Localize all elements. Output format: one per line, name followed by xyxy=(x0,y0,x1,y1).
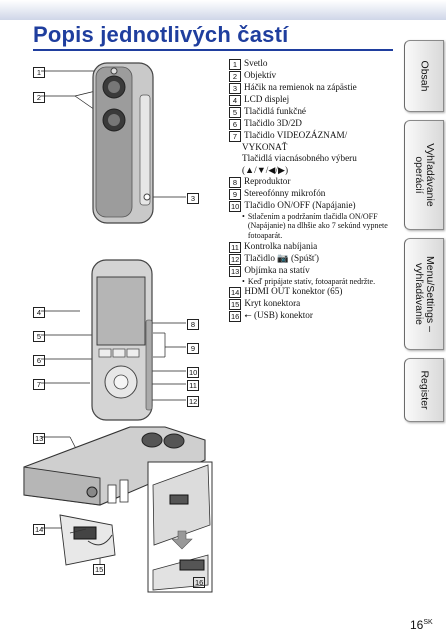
callout-11: 11 xyxy=(187,380,199,391)
page-title: Popis jednotlivých častí xyxy=(33,22,289,47)
tab-register-label: Register xyxy=(418,370,431,410)
tab-vyhladavanie-label: Vyhľadávanie operácií xyxy=(413,143,436,207)
callout-9: 9 xyxy=(187,343,199,354)
side-tabs: Obsah Vyhľadávanie operácií Menu/Setting… xyxy=(404,20,446,422)
callout-1: 1 xyxy=(33,67,45,78)
tab-menu-settings[interactable]: Menu/Settings – vyhľadávanie xyxy=(404,238,444,350)
callout-12: 12 xyxy=(187,396,200,407)
list-item-note: •Stlačením a podržaním tlačidla ON/OFF (… xyxy=(242,211,388,241)
callout-2: 2 xyxy=(33,92,45,103)
tab-obsah[interactable]: Obsah xyxy=(404,40,444,112)
callout-8: 8 xyxy=(187,319,199,330)
camera-angled-figure xyxy=(23,426,213,593)
callout-15: 15 xyxy=(93,564,106,575)
tab-menu-settings-label: Menu/Settings – vyhľadávanie xyxy=(413,256,436,332)
page-number: 16SK xyxy=(410,618,433,632)
tab-obsah-label: Obsah xyxy=(418,60,431,92)
title-underline xyxy=(33,49,393,51)
callout-6: 6 xyxy=(33,355,45,366)
callout-4: 4 xyxy=(33,307,45,318)
camera-back-figure xyxy=(91,259,153,421)
tab-vyhladavanie-operacii[interactable]: Vyhľadávanie operácií xyxy=(404,120,444,230)
callout-7: 7 xyxy=(33,379,45,390)
top-banner xyxy=(0,0,446,20)
camera-illustrations xyxy=(23,62,213,593)
callout-3: 3 xyxy=(187,193,199,204)
tab-register[interactable]: Register xyxy=(404,358,444,422)
list-item-note: •Keď pripájate statív, fotoaparát nedržt… xyxy=(242,276,376,286)
list-item: 16⭠ (USB) konektor xyxy=(229,310,313,323)
callout-14: 14 xyxy=(33,524,46,535)
callout-13: 13 xyxy=(33,433,46,444)
callout-5: 5 xyxy=(33,331,45,342)
camera-front-figure xyxy=(92,62,154,224)
callout-16: 16 xyxy=(193,577,206,588)
callout-10: 10 xyxy=(187,367,200,378)
